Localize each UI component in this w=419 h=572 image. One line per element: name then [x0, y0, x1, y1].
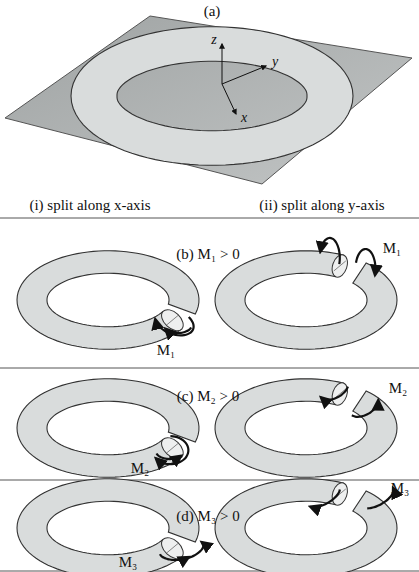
torus-body [17, 479, 199, 572]
panel-label: (b) M₁ > 0 [176, 247, 239, 262]
cut-hatch [166, 315, 178, 325]
cut-hatch [166, 543, 178, 553]
axis-line [222, 84, 236, 114]
torus-body [17, 379, 199, 477]
cut-face [329, 481, 350, 507]
moment-arrow [310, 490, 342, 512]
axis-label: x [241, 111, 247, 125]
moment-arrow [152, 307, 196, 341]
moment-arrow [321, 383, 350, 405]
torus [17, 479, 199, 572]
torus-body [215, 379, 397, 477]
moment-arrow [356, 249, 376, 275]
torus-body [215, 251, 397, 349]
torus [215, 251, 397, 349]
torus [215, 479, 397, 572]
axis-label: y [272, 55, 278, 69]
moment-arrow [156, 436, 189, 464]
torus-body [215, 479, 397, 572]
column-heading: (i) split along x-axis [29, 198, 150, 213]
moment-label: M₃ [119, 555, 138, 570]
torus [17, 379, 199, 477]
moment-label: M₂ [389, 381, 408, 396]
axis-label: z [211, 33, 216, 47]
torus [215, 379, 397, 477]
moment-label: M₁ [383, 241, 402, 256]
separator [0, 480, 419, 481]
cut-face [158, 306, 188, 335]
moment-label: M₃ [391, 481, 410, 496]
moment-arrow [320, 238, 340, 264]
panel-label: (c) M₂ > 0 [177, 389, 239, 404]
torus-body [71, 27, 353, 165]
moment-label: M₁ [157, 343, 176, 358]
moment-label: M₂ [131, 461, 150, 476]
torus [17, 251, 199, 349]
moment-arrow [352, 400, 382, 421]
moment-arrow [176, 542, 206, 562]
axis-line [222, 44, 223, 84]
torus-body [17, 251, 199, 349]
panel-label: (d) M₃ > 0 [176, 509, 239, 524]
axis-line [222, 66, 266, 84]
cut-face [329, 381, 350, 407]
panel-label: (a) [204, 4, 221, 19]
cut-hatch [166, 443, 178, 453]
torus [71, 27, 353, 166]
separator [0, 368, 419, 369]
column-heading: (ii) split along y-axis [259, 198, 384, 213]
separator [0, 218, 419, 219]
plane [5, 16, 412, 184]
moment-arrow [157, 454, 182, 460]
moment-arrow [165, 328, 191, 334]
